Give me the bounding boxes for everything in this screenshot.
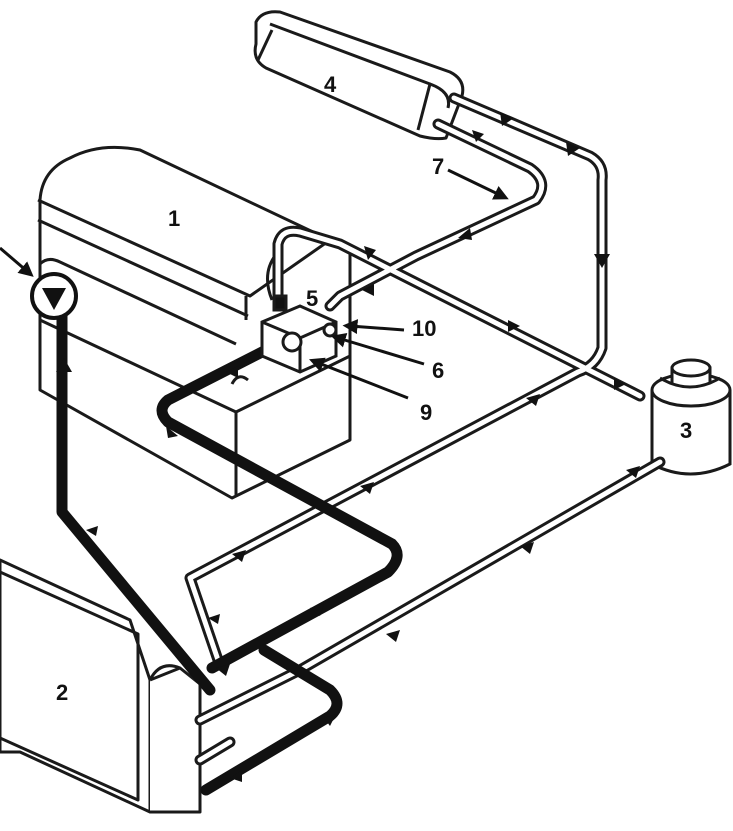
pipe-network [184, 92, 666, 766]
engine-block [37, 145, 352, 500]
expansion-tank [650, 358, 732, 476]
pump-icon [30, 272, 78, 320]
label-outlet: 6 [432, 358, 444, 383]
label-expansion-tank: 3 [680, 418, 692, 443]
label-heater-core: 4 [324, 72, 337, 97]
label-radiator: 2 [56, 680, 68, 705]
pointer-arrow-icon [309, 168, 509, 400]
label-sensor: 10 [412, 316, 436, 341]
label-engine: 1 [168, 206, 180, 231]
flow-arrow-icon [56, 112, 640, 782]
thermostat-housing [260, 294, 338, 374]
heater-core [253, 10, 465, 141]
pump-pointer-line [0, 246, 34, 277]
label-thermostat-housing: 5 [306, 286, 318, 311]
label-pointer-7: 7 [432, 154, 444, 179]
label-thermostat: 9 [420, 400, 432, 425]
radiator [0, 558, 202, 814]
